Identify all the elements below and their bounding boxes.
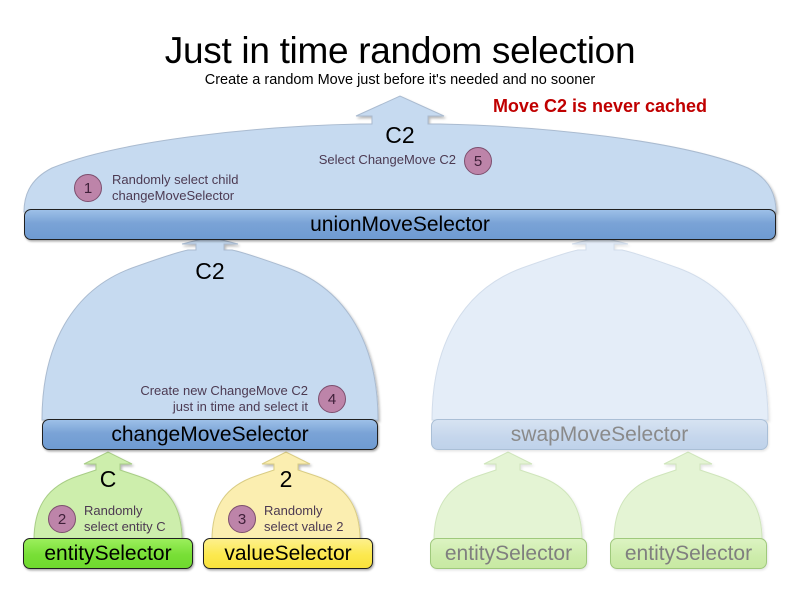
node-change-move-selector[interactable]: changeMoveSelector (42, 419, 378, 450)
node-swap-move-selector[interactable]: swapMoveSelector (431, 419, 768, 450)
step-text-2: Randomly select entity C (84, 503, 166, 534)
node-change-move-selector-label: changeMoveSelector (111, 422, 309, 446)
page-subtitle: Create a random Move just before it's ne… (204, 72, 596, 88)
step-badge-5: 5 (464, 147, 492, 175)
node-entity-selector-c[interactable]: entitySelector (23, 538, 193, 569)
node-union-move-selector[interactable]: unionMoveSelector (24, 209, 776, 240)
arrow-swap-entity-right-out (613, 451, 763, 541)
arrow-swap-entity-left-out (433, 451, 583, 541)
warning-note: Move C2 is never cached (492, 96, 708, 116)
step-badge-3: 3 (228, 505, 256, 533)
arrow-label-union-out: C2 (385, 122, 415, 148)
step-text-4: Create new ChangeMove C2 just in time an… (140, 383, 308, 414)
arrow-label-change-to-union: C2 (195, 258, 225, 284)
step-text-5: Select ChangeMove C2 (318, 152, 456, 167)
node-swap-entity-selector-right-label: entitySelector (624, 541, 753, 565)
node-union-move-selector-label: unionMoveSelector (310, 212, 490, 236)
arrow-label-value-to-change: 2 (279, 466, 293, 492)
node-swap-entity-selector-left[interactable]: entitySelector (430, 538, 587, 569)
arrow-label-entity-to-change: C (99, 466, 117, 492)
node-entity-selector-c-label: entitySelector (44, 541, 172, 565)
node-swap-entity-selector-left-label: entitySelector (444, 541, 573, 565)
node-swap-entity-selector-right[interactable]: entitySelector (610, 538, 767, 569)
node-value-selector-2[interactable]: valueSelector (203, 538, 373, 569)
step-badge-1: 1 (74, 174, 102, 202)
node-swap-move-selector-label: swapMoveSelector (510, 422, 689, 446)
step-badge-4: 4 (318, 385, 346, 413)
node-value-selector-2-label: valueSelector (224, 541, 352, 565)
step-badge-2: 2 (48, 505, 76, 533)
step-text-1: Randomly select child changeMoveSelector (112, 172, 239, 203)
page-title: Just in time random selection (164, 30, 636, 71)
step-text-3: Randomly select value 2 (264, 503, 344, 534)
arrow-swap-to-union (431, 227, 769, 421)
